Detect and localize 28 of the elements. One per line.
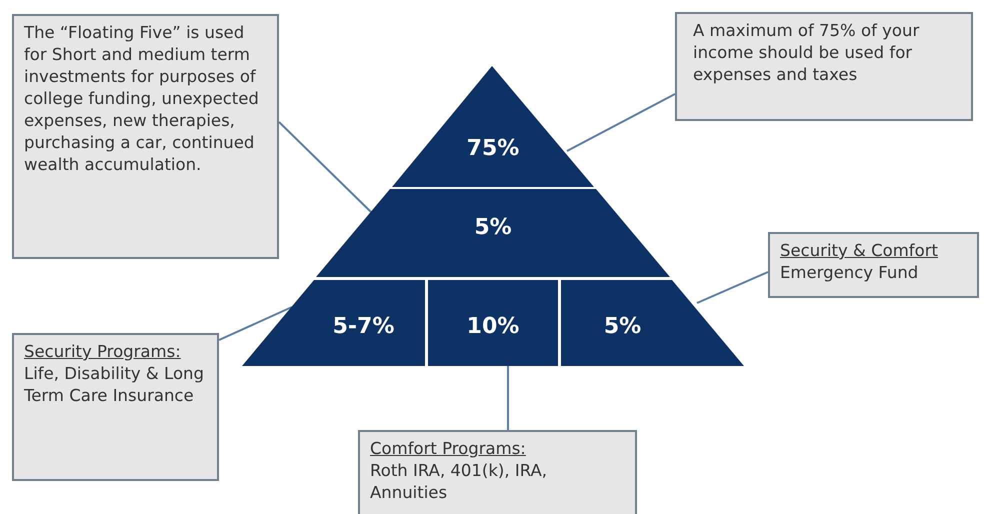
callout-box bbox=[12, 14, 279, 259]
percentage-label: 10% bbox=[466, 314, 520, 339]
callout-text: Roth IRA, 401(k), IRA, Annuities bbox=[370, 460, 548, 504]
callout-text: Emergency Fund bbox=[780, 262, 920, 284]
callout-box bbox=[768, 232, 979, 298]
callout-box bbox=[675, 12, 973, 121]
percentage-label: 5% bbox=[473, 215, 513, 240]
pyramid-segment bbox=[561, 280, 744, 366]
callout-heading: Comfort Programs: bbox=[370, 438, 527, 460]
callout-heading: Security Programs: bbox=[24, 341, 182, 363]
pyramid-segment bbox=[428, 280, 558, 366]
leader-line bbox=[696, 271, 768, 304]
leader-line bbox=[566, 93, 676, 152]
callout-text: A maximum of 75% of your income should be used for expenses and taxes bbox=[693, 20, 920, 86]
callout-text: The “Floating Five” is used for Short and medium term investments for purposes of college funding, unexpected expenses, new therapies, purchasing a car, continued wealth accumulation. bbox=[24, 22, 260, 176]
percentage-label: 75% bbox=[466, 136, 520, 161]
pyramid-segment bbox=[316, 189, 670, 277]
pyramid-segment bbox=[242, 280, 425, 366]
callout-box bbox=[12, 333, 219, 481]
percentage-label: 5% bbox=[602, 314, 642, 339]
leader-line bbox=[278, 121, 372, 213]
callout-heading: Security & Comfort bbox=[780, 240, 939, 262]
callout-box bbox=[358, 430, 637, 514]
leader-line bbox=[507, 366, 509, 430]
pyramid-segment bbox=[392, 66, 594, 187]
percentage-label: 5-7% bbox=[332, 314, 396, 339]
callout-text: Life, Disability & Long Term Care Insurance bbox=[24, 363, 205, 407]
leader-line bbox=[218, 306, 292, 341]
